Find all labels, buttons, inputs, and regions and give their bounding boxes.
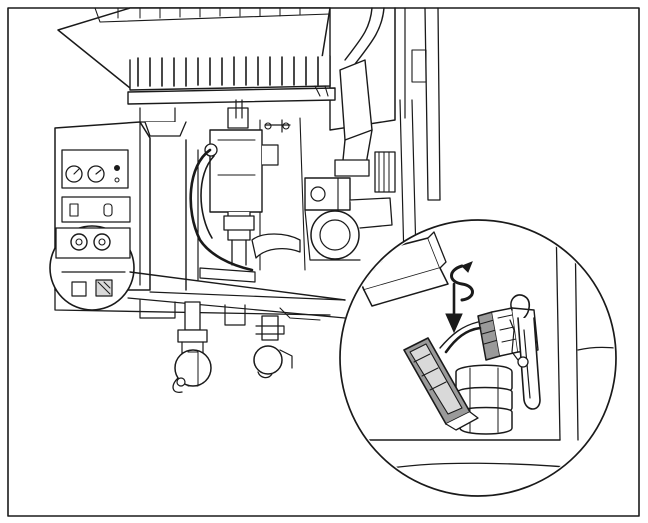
- indicator-led: [114, 165, 120, 171]
- knob-plate: [55, 227, 131, 259]
- gas-valve-top: [227, 107, 249, 129]
- switch-slot-2: [103, 203, 113, 217]
- ignition-wire: [189, 148, 254, 272]
- rotation-arrow-icon: [450, 261, 474, 302]
- switch-slot: [69, 203, 79, 217]
- bent-pipe: [251, 233, 301, 259]
- pump-motor: [310, 210, 360, 260]
- rail-slot: [411, 49, 427, 83]
- small-detail-circle: [49, 225, 135, 311]
- water-cock-valve: [253, 345, 283, 375]
- pump-outlet: [349, 197, 393, 229]
- valve-outlet-nut: [223, 215, 255, 231]
- boiler-bottom: [54, 289, 346, 393]
- pipe-nut: [334, 159, 370, 177]
- connector-plug-upper: [349, 231, 449, 307]
- control-knob-right: [93, 233, 111, 251]
- callout-line-upper: [129, 271, 346, 301]
- burner-ramp: [129, 55, 331, 91]
- downward-arrow-icon: [445, 282, 463, 334]
- sensor-wire: [444, 326, 482, 354]
- boiler-assembly: [54, 7, 441, 291]
- connector-plug-lower: [403, 337, 479, 431]
- gas-inlet-nut: [177, 329, 208, 343]
- control-knob-left: [70, 233, 88, 251]
- manifold-bar: [127, 87, 336, 105]
- retaining-clip: [509, 294, 541, 410]
- gas-inlet-stem: [184, 301, 201, 331]
- water-inlet-stem: [261, 315, 279, 341]
- magnified-detail-circle: [339, 219, 617, 497]
- flow-sensor: [374, 151, 396, 193]
- burner-teeth: [137, 56, 319, 87]
- gas-cock-handle: [176, 377, 186, 387]
- gas-valve-body: [209, 129, 263, 213]
- flow-pipe: [339, 59, 373, 141]
- right-rail: [424, 7, 441, 201]
